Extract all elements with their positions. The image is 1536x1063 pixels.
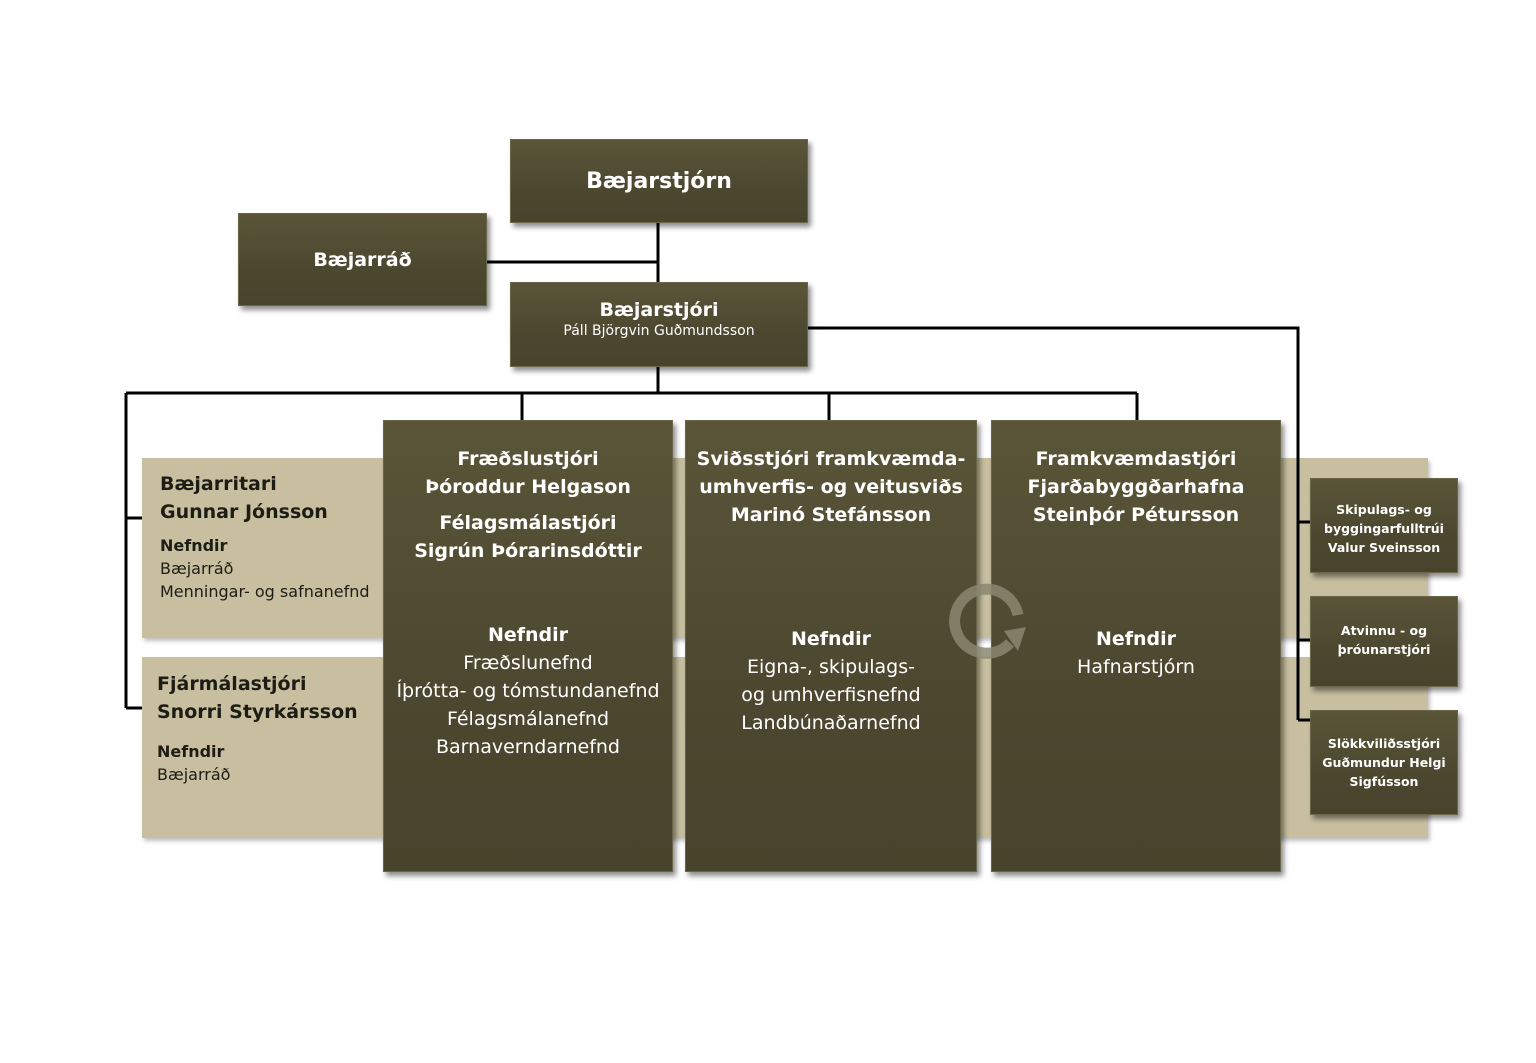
town-secretary-name: Gunnar Jónsson [160, 501, 328, 523]
planning-name: Valur Sveinsson [1327, 540, 1441, 555]
council-box: Bæjarstjórn [510, 139, 808, 223]
council-title: Bæjarstjórn [586, 168, 732, 194]
planning-title: Skipulags- og [1336, 502, 1432, 517]
committees-label: Nefndir [157, 742, 225, 761]
harbour-box: Framkvæmdastjóri Fjarðabyggðarhafna Stei… [991, 420, 1281, 872]
committee-item: Eigna-, skipulags- [747, 656, 915, 678]
fire-name-2: Sigfússon [1349, 774, 1419, 789]
committees-label: Nefndir [790, 628, 872, 650]
committee-item: Fræðslunefnd [463, 652, 593, 674]
finance-director-title: Fjármálastjóri [157, 673, 307, 695]
education-box: Fræðslustjóri Þóroddur Helgason Félagsmá… [383, 420, 673, 872]
planning-box: Skipulags- og byggingarfulltrúi Valur Sv… [1310, 478, 1458, 573]
town-secretary-title: Bæjarritari [160, 473, 277, 495]
works-title-2: umhverfis- og veitusviðs [699, 476, 963, 498]
connector-left [124, 393, 142, 710]
mayor-name: Páll Björgvin Guðmundsson [563, 323, 755, 339]
committee-item: Bæjarráð [160, 559, 234, 578]
social-name: Sigrún Þórarinsdóttir [414, 540, 642, 562]
finance-director: Fjármálastjóri Snorri Styrkársson Nefndi… [157, 670, 358, 786]
development-title-2: þróunarstjóri [1337, 642, 1431, 657]
mayor-box: Bæjarstjóri Páll Björgvin Guðmundsson [510, 282, 808, 367]
connector-right-trunk [808, 326, 1300, 720]
committee-item: Landbúnaðarnefnd [741, 712, 921, 734]
cycle-arrow-icon [949, 583, 1026, 659]
committee-item: Félagsmálanefnd [446, 708, 610, 730]
fire-box: Slökkviliðsstjóri Guðmundur Helgi Sigfús… [1310, 710, 1458, 815]
harbour-title-2: Fjarðabyggðarhafna [1027, 476, 1245, 498]
committee-item: Bæjarráð [157, 765, 231, 784]
fire-title: Slökkviliðsstjóri [1327, 736, 1441, 751]
committee-item: Menningar- og safnanefnd [160, 582, 370, 601]
mayor-title: Bæjarstjóri [599, 299, 719, 321]
finance-director-name: Snorri Styrkársson [157, 701, 358, 723]
works-title: Sviðsstjóri framkvæmda- [696, 448, 966, 470]
works-name: Marinó Stefánsson [730, 504, 932, 526]
committees-label: Nefndir [160, 536, 228, 555]
development-title: Atvinnu - og [1340, 623, 1428, 638]
committee-item: Hafnarstjórn [1077, 656, 1195, 678]
town-board-box: Bæjarráð [238, 213, 487, 306]
planning-title-2: byggingarfulltrúi [1324, 521, 1444, 536]
committees-label: Nefndir [487, 624, 569, 646]
harbour-name: Steinþór Pétursson [1032, 504, 1240, 526]
fire-name: Guðmundur Helgi [1322, 755, 1446, 770]
town-board-title: Bæjarráð [313, 248, 412, 271]
education-title: Fræðslustjóri [457, 448, 599, 470]
harbour-title: Framkvæmdastjóri [1035, 448, 1237, 470]
connector-departments [126, 367, 1139, 420]
committees-label: Nefndir [1095, 628, 1177, 650]
works-box: Sviðsstjóri framkvæmda- umhverfis- og ve… [685, 420, 977, 872]
connector-right-branches [1298, 520, 1310, 722]
education-name: Þóroddur Helgason [425, 476, 631, 498]
committee-item: Barnaverndarnefnd [436, 736, 620, 758]
social-title: Félagsmálastjóri [439, 512, 617, 534]
development-box: Atvinnu - og þróunarstjóri [1310, 596, 1458, 687]
committee-item: Íþrótta- og tómstundanefnd [396, 680, 660, 702]
town-secretary: Bæjarritari Gunnar Jónsson Nefndir Bæjar… [160, 470, 370, 603]
committee-item: og umhverfisnefnd [741, 684, 921, 706]
